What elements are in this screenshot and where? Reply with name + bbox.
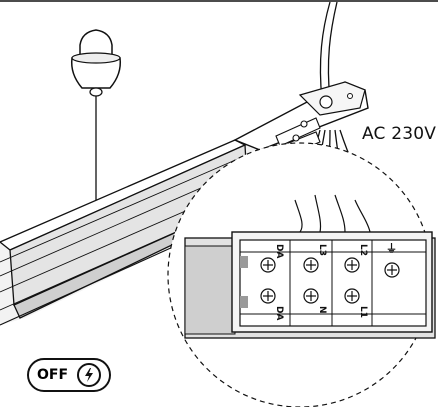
- magnified-wires: [294, 194, 371, 233]
- screw-icon: [303, 257, 319, 273]
- screw-icon: [303, 288, 319, 304]
- ceiling-pendant: [70, 29, 122, 212]
- terminal-label-top-1: DA: [274, 244, 284, 258]
- terminal-label-top-3: L2: [358, 244, 368, 256]
- terminal-label-top-2: L3: [317, 244, 327, 256]
- screw-icon: [344, 288, 360, 304]
- ground-symbol-icon: ⏚: [386, 242, 397, 255]
- screw-icon: [260, 257, 276, 273]
- power-off-label: OFF: [37, 367, 69, 383]
- screw-icon: [384, 262, 400, 278]
- magnified-profile: [184, 231, 436, 339]
- supply-voltage-label: AC 230V: [362, 124, 437, 144]
- screw-icon: [344, 257, 360, 273]
- terminal-label-bottom-1: DA: [274, 306, 284, 320]
- power-off-badge: OFF: [27, 358, 111, 392]
- luminaire-profile: [0, 81, 369, 326]
- screw-icon: [260, 288, 276, 304]
- lightning-bolt-icon: [77, 363, 101, 387]
- terminal-label-bottom-3: L1: [358, 306, 368, 318]
- terminal-screws: [260, 257, 400, 304]
- terminal-label-bottom-2: N: [317, 306, 327, 314]
